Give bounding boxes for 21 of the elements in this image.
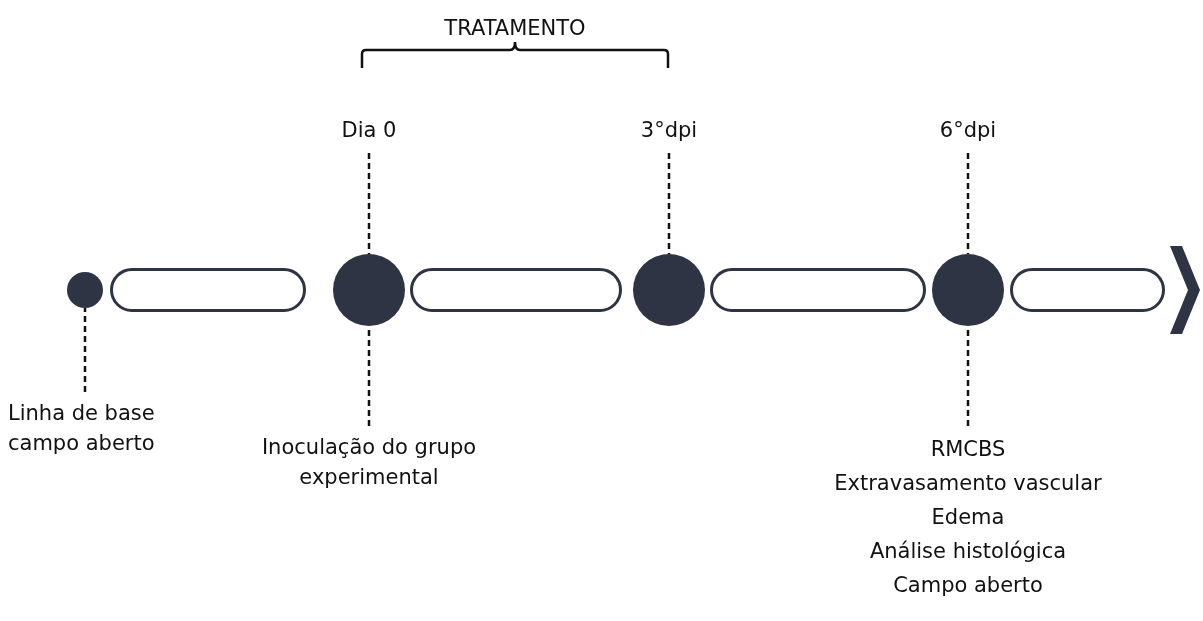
timeline-segment <box>710 268 926 312</box>
leader-line <box>966 153 970 254</box>
leader-line <box>367 153 371 254</box>
timepoint-label: 3°dpi <box>609 115 729 145</box>
event-label: Edema <box>930 504 1006 531</box>
event-label: Inoculação do grupo experimental <box>259 432 479 492</box>
bracket-label: TRATAMENTO <box>443 15 587 42</box>
leader-line <box>667 153 671 254</box>
timeline-segment <box>1010 268 1165 312</box>
timeline-segment <box>110 268 306 312</box>
event-label: Extravasamento vascular <box>833 470 1103 497</box>
event-label: Análise histológica <box>868 538 1068 565</box>
chevron-arrow <box>1170 246 1200 334</box>
timeline-segment <box>410 268 622 312</box>
timeline-dot <box>67 272 103 308</box>
event-label: Campo aberto <box>892 572 1044 599</box>
timepoint-label: Dia 0 <box>309 115 429 145</box>
event-label: RMCBS <box>929 436 1007 463</box>
timepoint-label: 6°dpi <box>908 115 1028 145</box>
leader-line <box>83 308 87 392</box>
event-label: Linha de base campo aberto <box>8 398 208 458</box>
